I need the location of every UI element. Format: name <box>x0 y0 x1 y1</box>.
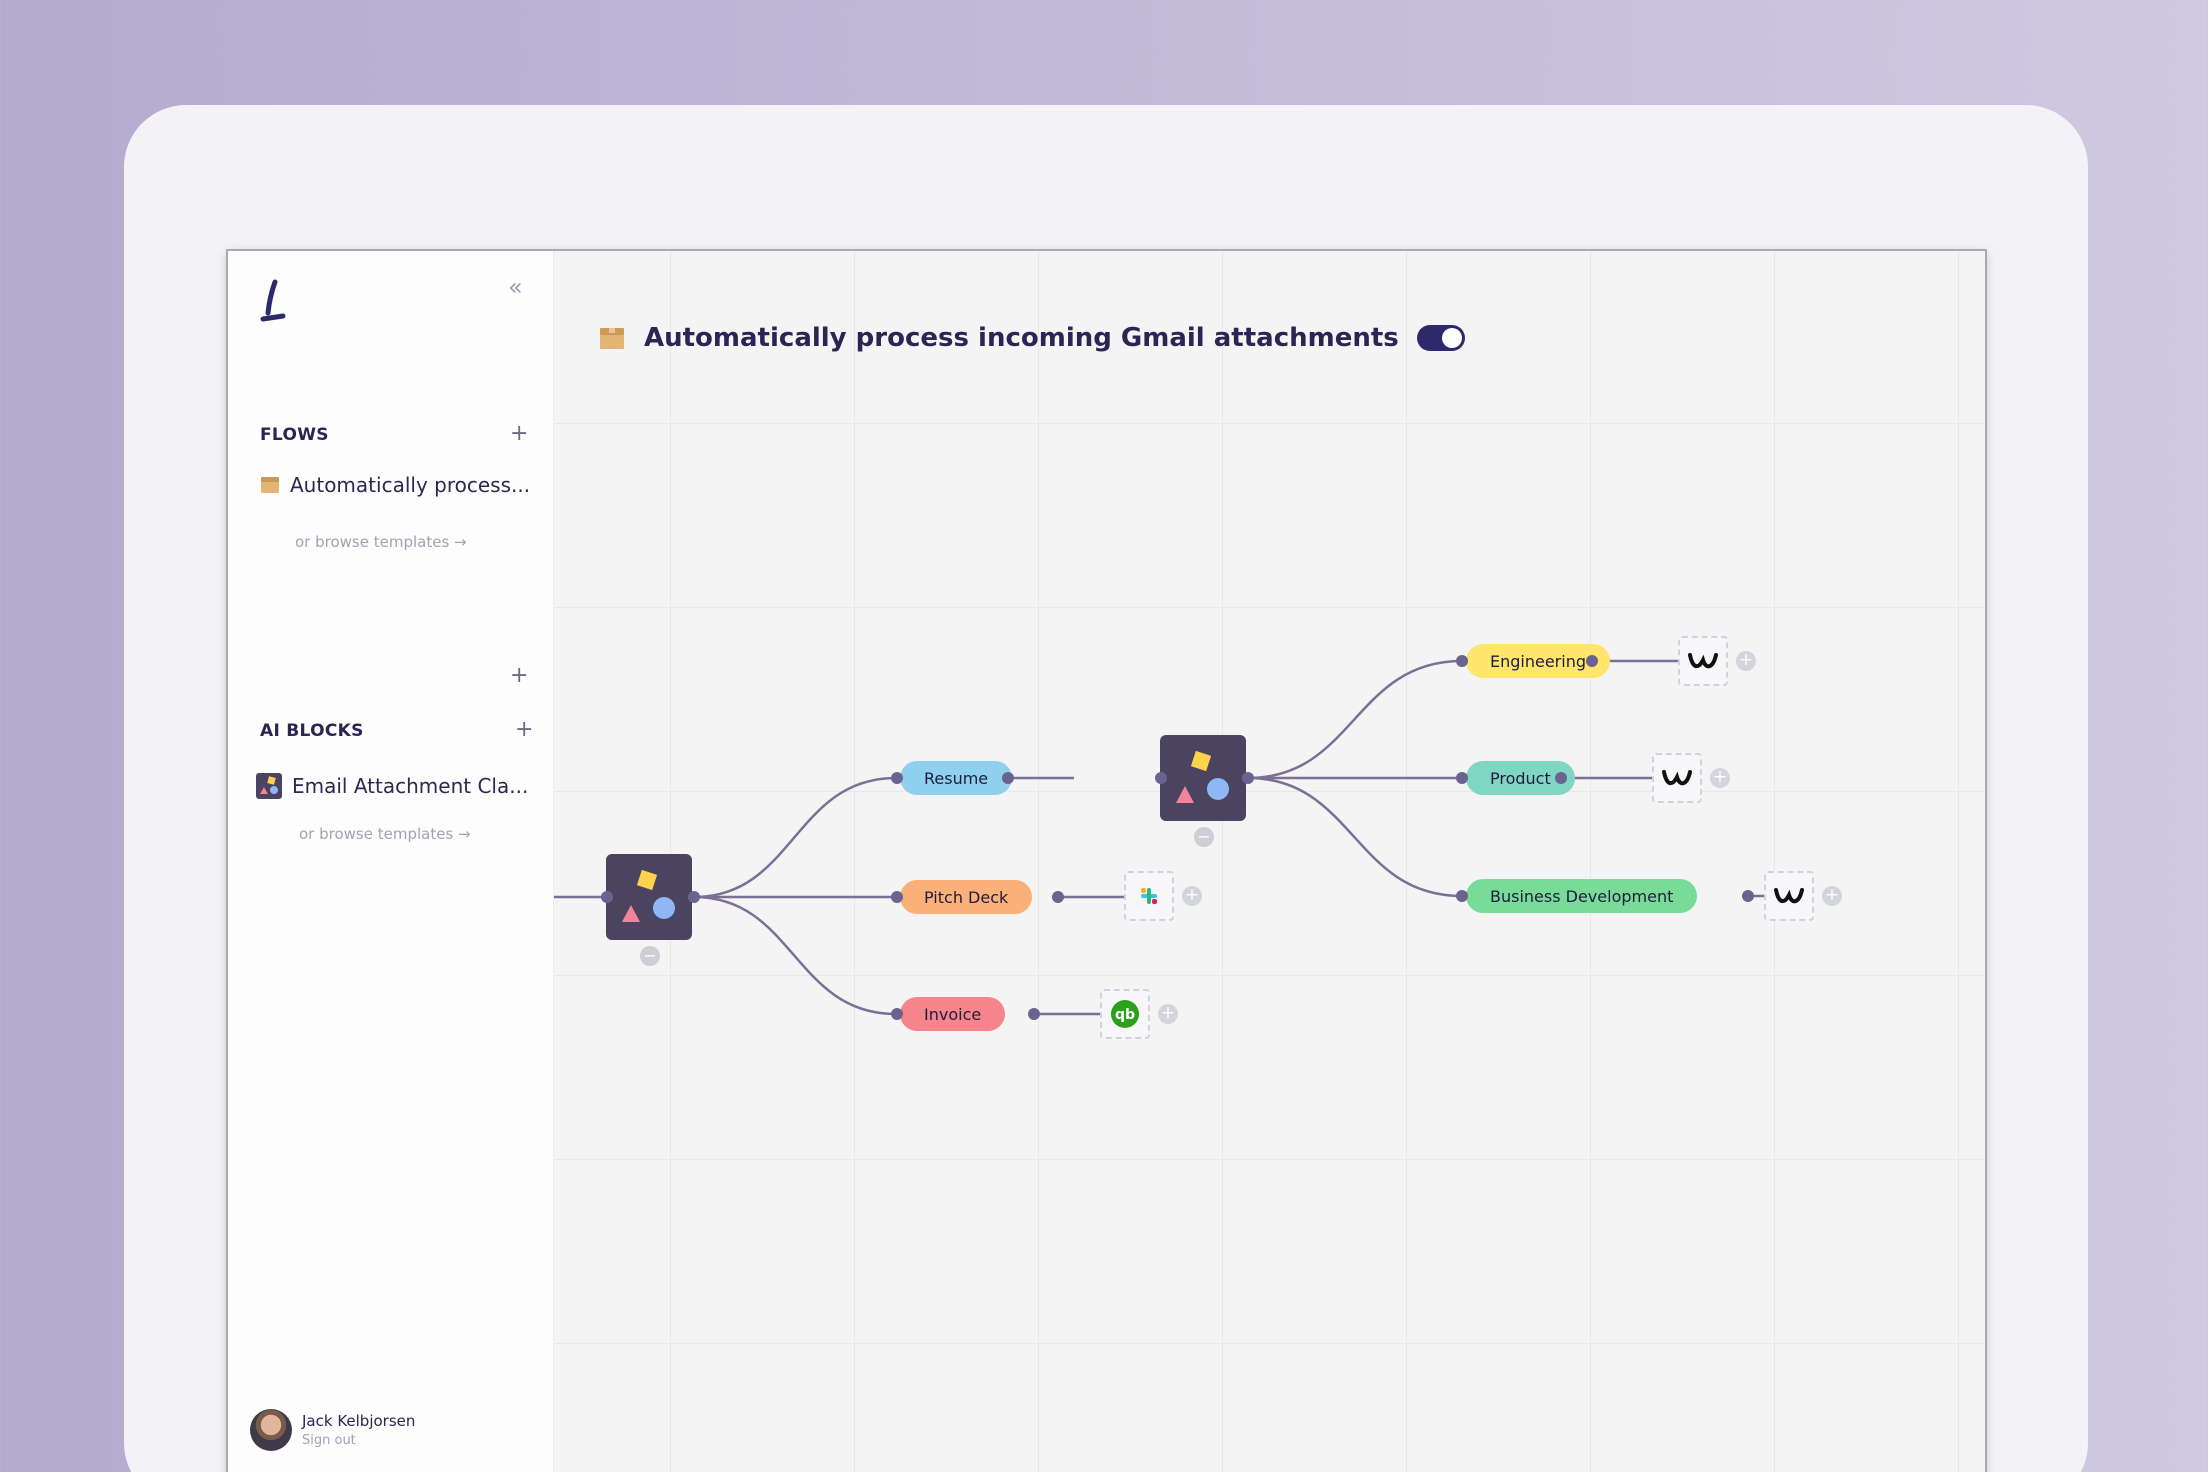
connector-handle[interactable] <box>891 1008 903 1020</box>
connector-handle[interactable] <box>1028 1008 1040 1020</box>
connector-handle[interactable] <box>1586 655 1598 667</box>
flow-item-label: Automatically process... <box>290 473 531 497</box>
add-button[interactable]: + <box>510 663 529 688</box>
quickbooks-icon: qb <box>1111 1000 1139 1028</box>
ai-block-item-label: Email Attachment Cla... <box>292 774 529 798</box>
double-chevron-left-icon[interactable]: « <box>508 273 523 301</box>
webflow-icon <box>1774 888 1804 904</box>
connector-handle[interactable] <box>1555 772 1567 784</box>
connector-handle[interactable] <box>1155 772 1167 784</box>
integration-slot[interactable] <box>1124 871 1174 921</box>
connector-handle[interactable] <box>1052 891 1064 903</box>
sidebar: « FLOWS + Automatically process... or br… <box>228 251 554 1472</box>
category-node-resume[interactable]: Resume <box>900 761 1013 795</box>
flow-connectors <box>554 659 1764 1016</box>
collapse-node-button[interactable]: − <box>640 946 660 966</box>
flows-heading: FLOWS <box>260 425 329 445</box>
connector-handle[interactable] <box>1456 890 1468 902</box>
integration-slot[interactable] <box>1678 636 1728 686</box>
add-flow-button[interactable]: + <box>510 421 529 446</box>
shapes-icon <box>256 773 282 799</box>
connector-handle[interactable] <box>688 891 700 903</box>
user-name: Jack Kelbjorsen <box>302 1412 416 1430</box>
connector-handle[interactable] <box>1742 890 1754 902</box>
add-action-button[interactable]: + <box>1710 768 1730 788</box>
category-node-pitch-deck[interactable]: Pitch Deck <box>900 880 1033 914</box>
connector-handle[interactable] <box>1002 772 1014 784</box>
page-title: Automatically process incoming Gmail att… <box>644 323 1399 353</box>
connector-handle[interactable] <box>891 772 903 784</box>
connector-handle[interactable] <box>1456 655 1468 667</box>
connector-handle[interactable] <box>601 891 613 903</box>
integration-slot[interactable]: qb <box>1100 989 1150 1039</box>
category-node-business-development[interactable]: Business Development <box>1466 879 1698 913</box>
collapse-node-button[interactable]: − <box>1194 827 1214 847</box>
add-action-button[interactable]: + <box>1736 651 1756 671</box>
connector-handle[interactable] <box>1456 772 1468 784</box>
sign-out-link[interactable]: Sign out <box>302 1433 356 1448</box>
ai-block-item[interactable]: Email Attachment Cla... <box>256 773 528 799</box>
flow-canvas[interactable]: − − Resume Pitch Deck Invoice Engineerin… <box>554 251 1985 1472</box>
app-window: « FLOWS + Automatically process... or br… <box>228 251 1985 1472</box>
flow-item[interactable]: Automatically process... <box>260 473 530 497</box>
svg-text:qb: qb <box>1115 1007 1135 1023</box>
integration-slot[interactable] <box>1652 753 1702 803</box>
webflow-icon <box>1662 770 1692 786</box>
slack-icon <box>1141 888 1157 904</box>
box-icon <box>260 476 280 494</box>
integration-slot[interactable] <box>1764 871 1814 921</box>
browse-ai-block-templates-link[interactable]: or browse templates → <box>299 825 471 843</box>
ai-blocks-heading: AI BLOCKS <box>260 721 364 741</box>
flow-header: Automatically process incoming Gmail att… <box>598 323 1465 353</box>
add-ai-block-button[interactable]: + <box>515 717 534 742</box>
add-action-button[interactable]: + <box>1182 886 1202 906</box>
browse-flow-templates-link[interactable]: or browse templates → <box>295 533 467 551</box>
avatar[interactable] <box>250 1409 292 1451</box>
add-action-button[interactable]: + <box>1822 886 1842 906</box>
flow-enabled-toggle[interactable] <box>1416 325 1465 351</box>
ai-classifier-block[interactable] <box>1160 735 1246 821</box>
user-profile: Jack Kelbjorsen Sign out <box>250 1409 415 1451</box>
add-action-button[interactable]: + <box>1158 1004 1178 1024</box>
category-node-invoice[interactable]: Invoice <box>900 997 1006 1031</box>
ai-classifier-block[interactable] <box>606 854 692 940</box>
connector-handle[interactable] <box>891 891 903 903</box>
webflow-icon <box>1688 653 1718 669</box>
box-icon <box>598 326 626 350</box>
logo-icon <box>258 279 288 325</box>
connector-handle[interactable] <box>1242 772 1254 784</box>
